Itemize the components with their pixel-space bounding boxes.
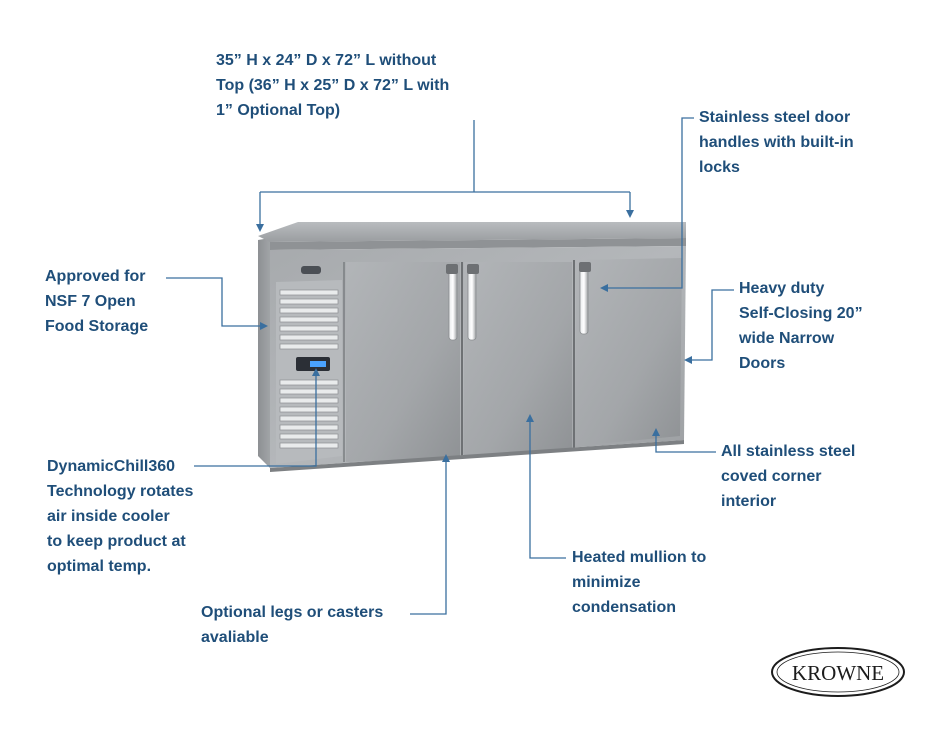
- callout-mullion-line: condensation: [572, 599, 677, 616]
- door-seams: [343, 260, 575, 462]
- louver-slat: [279, 334, 339, 341]
- louver-slat: [279, 397, 339, 404]
- door-middle: [464, 262, 572, 456]
- callout-legs-line: avaliable: [201, 629, 269, 646]
- callout-interior-line: All stainless steel: [721, 443, 856, 460]
- louver-slat: [279, 289, 339, 296]
- leader-legs: [410, 454, 450, 615]
- callout-nsf: Approved for NSF 7 Open Food Storage: [45, 264, 148, 339]
- door-handle-left: [446, 264, 458, 341]
- door-right: [576, 258, 682, 446]
- leader-interior: [652, 428, 716, 453]
- callout-dimensions-line: 35” H x 24” D x 72” L without: [216, 52, 437, 69]
- leader-nsf: [166, 277, 268, 330]
- callout-interior: All stainless steel coved corner interio…: [721, 439, 855, 514]
- louver-slat: [279, 343, 339, 350]
- callout-interior-line: coved corner: [721, 468, 822, 485]
- callout-handles-line: locks: [699, 159, 740, 176]
- leader-doors: [684, 289, 734, 364]
- callout-mullion-line: minimize: [572, 574, 641, 591]
- callout-nsf-line: Approved for: [45, 268, 146, 285]
- door-left: [346, 262, 460, 462]
- callout-interior-line: interior: [721, 493, 777, 510]
- leader-chill: [194, 368, 320, 467]
- callout-chill-line: DynamicChill360: [47, 458, 176, 475]
- callout-chill: DynamicChill360 Technology rotates air i…: [47, 454, 193, 579]
- callout-handles-line: handles with built-in: [699, 134, 854, 151]
- leader-mullion: [526, 414, 566, 559]
- callout-doors-line: Self-Closing 20”: [739, 305, 863, 322]
- display-readout: [310, 361, 326, 367]
- callout-legs: Optional legs or casters avaliable: [201, 600, 383, 650]
- krowne-logo: KROWNE: [771, 647, 905, 697]
- cooler-side-panel: [258, 238, 270, 468]
- callout-chill-line: optimal temp.: [47, 558, 152, 575]
- louver-slat: [279, 415, 339, 422]
- callout-legs-line: Optional legs or casters: [201, 604, 384, 621]
- callout-dimensions: 35” H x 24” D x 72” L without Top (36” H…: [216, 48, 449, 123]
- callout-dimensions-line: 1” Optional Top): [216, 102, 341, 119]
- cooler-base: [270, 440, 684, 472]
- louver-slat: [279, 325, 339, 332]
- louver-slat: [279, 406, 339, 413]
- callout-mullion-line: Heated mullion to: [572, 549, 707, 566]
- leader-handles: [600, 117, 694, 292]
- louver-slat: [279, 379, 339, 386]
- callout-doors-line: Doors: [739, 355, 786, 372]
- door-handle-right: [579, 262, 591, 335]
- callout-doors-line: wide Narrow: [739, 330, 835, 347]
- cooler-top: [258, 222, 686, 250]
- louver-slat: [279, 298, 339, 305]
- callout-doors-line: Heavy duty: [739, 280, 825, 297]
- callout-nsf-line: Food Storage: [45, 318, 149, 335]
- callout-doors: Heavy duty Self-Closing 20” wide Narrow …: [739, 276, 863, 376]
- callout-nsf-line: NSF 7 Open: [45, 293, 136, 310]
- callout-handles: Stainless steel door handles with built-…: [699, 105, 854, 180]
- callout-mullion: Heated mullion to minimize condensation: [572, 545, 706, 620]
- callout-dimensions-line: Top (36” H x 25” D x 72” L with: [216, 77, 450, 94]
- door-handle-middle: [467, 264, 479, 341]
- brand-badge: [301, 266, 321, 274]
- louver-slat: [279, 442, 339, 449]
- louver-slat: [279, 307, 339, 314]
- louver-slat: [279, 424, 339, 431]
- louver-slat: [279, 316, 339, 323]
- louver-slat: [279, 388, 339, 395]
- callout-chill-line: air inside cooler: [47, 508, 170, 525]
- callout-chill-line: Technology rotates: [47, 483, 194, 500]
- logo-text: KROWNE: [792, 661, 884, 685]
- louver-slat: [279, 433, 339, 440]
- louver-panel: [276, 266, 342, 464]
- callout-handles-line: Stainless steel door: [699, 109, 851, 126]
- callout-chill-line: to keep product at: [47, 533, 186, 550]
- leader-lines: [166, 117, 734, 615]
